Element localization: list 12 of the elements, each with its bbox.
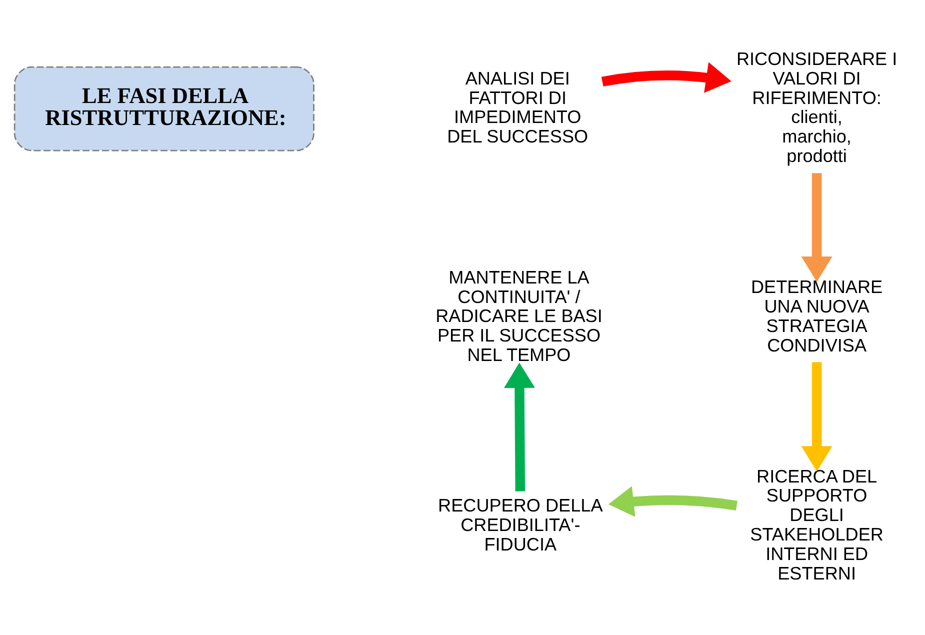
node-text: ANALISI DEI FATTORI DI IMPEDIMENTO DEL SUCCESSO	[446, 68, 588, 147]
arrow	[503, 362, 534, 492]
node-text: RICONSIDERARE I VALORI DI RIFERIMENTO: clienti, marchio, prodotti	[736, 48, 897, 166]
arrow	[600, 62, 731, 93]
arrow	[608, 486, 737, 517]
node-text: DETERMINARE UNA NUOVA STRATEGIA CONDIVISA	[750, 277, 882, 356]
node-box: LE FASI DELLA RISTRUTTURAZIONE:	[13, 66, 314, 152]
arrow	[800, 173, 832, 282]
node-text: MANTENERE LA CONTINUITA' / RADICARE LE BASI PER IL SUCCESSO NEL TEMPO	[435, 267, 602, 366]
node-text: RECUPERO DELLA CREDIBILITA'- FIDUCIA	[438, 495, 602, 554]
node-text: RICERCA DEL SUPPORTO DEGLI STAKEHOLDER INTERNI ED ESTERNI	[750, 466, 883, 584]
arrow	[800, 362, 832, 472]
